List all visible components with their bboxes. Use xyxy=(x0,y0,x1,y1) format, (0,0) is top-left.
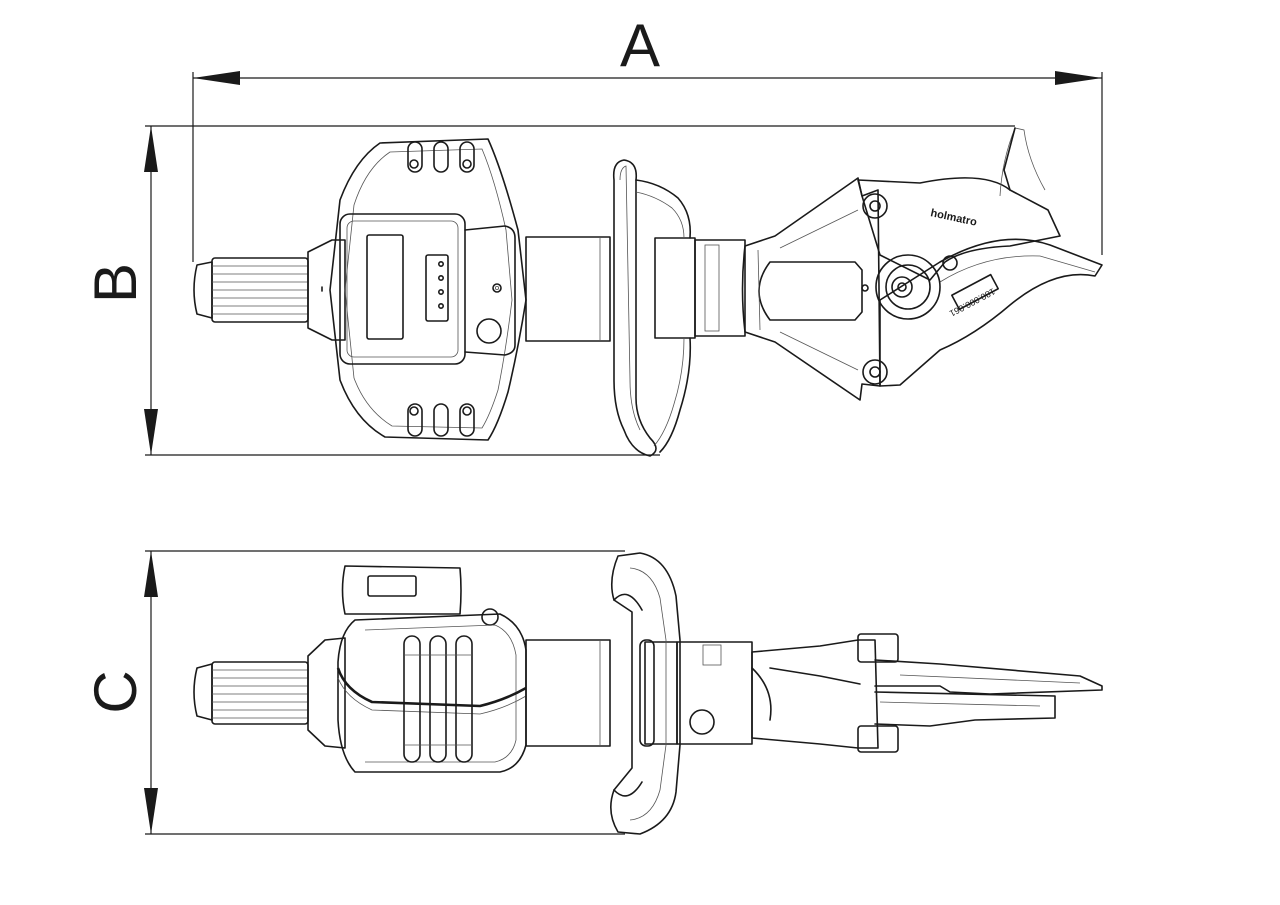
cutter-head-top xyxy=(741,127,1103,401)
cylinder-side xyxy=(525,639,753,747)
brand-label-top: holmatro xyxy=(929,207,978,229)
dimension-c-label: C xyxy=(82,670,149,713)
dimension-a-label: A xyxy=(620,12,660,79)
hose-connector-top xyxy=(193,239,346,341)
hose-connector-side xyxy=(193,637,346,749)
motor-housing-side xyxy=(336,613,527,773)
cutter-side xyxy=(751,633,1103,753)
motor-housing-top xyxy=(329,138,527,441)
dimension-a: A xyxy=(192,12,1103,262)
tool-side-view xyxy=(193,552,1103,835)
handle-top xyxy=(612,159,692,457)
dimension-c: C xyxy=(82,550,625,835)
handle-side xyxy=(610,552,681,835)
battery-side xyxy=(341,565,499,626)
dimension-b-label: B xyxy=(82,263,149,303)
cylinder-top xyxy=(525,236,746,342)
dimension-b: B xyxy=(82,125,1015,456)
tool-top-view: holmatro 180.000.061 xyxy=(193,127,1103,457)
